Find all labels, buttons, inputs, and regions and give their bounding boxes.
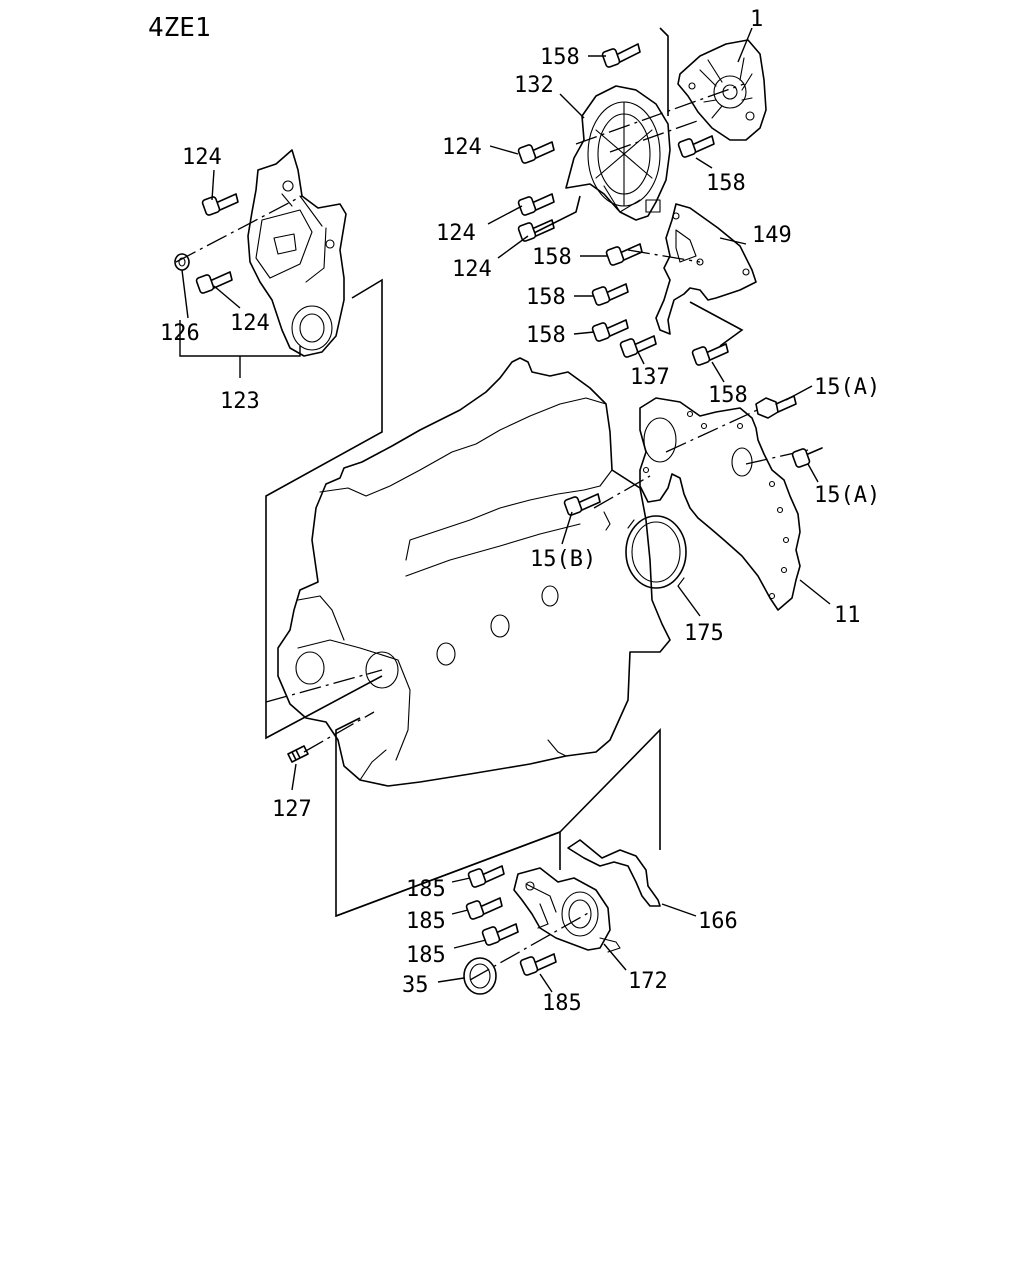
callout-166: 166 <box>698 909 738 934</box>
part-149-bracket <box>655 203 757 335</box>
stud-127 <box>287 745 309 763</box>
bolt-185-d <box>519 953 557 976</box>
part-175-seal-ring <box>625 515 687 589</box>
part-166-gasket <box>567 839 661 907</box>
assembly-bracket-frames <box>265 27 744 918</box>
callout-11: 11 <box>834 603 861 628</box>
callout-149: 149 <box>752 223 792 248</box>
bolt-158-top <box>601 43 641 68</box>
callout-158: 158 <box>540 45 580 70</box>
callout-15a: 15(A) <box>814 483 880 508</box>
bolt-158-right <box>677 135 715 158</box>
part-172-oil-seal-housing <box>513 867 621 953</box>
callout-15b: 15(B) <box>530 547 596 572</box>
bolts <box>174 43 823 976</box>
callout-labels: 1 158 132 124 158 124 124 158 149 158 15… <box>160 7 880 1016</box>
callout-35: 35 <box>402 973 429 998</box>
callout-185: 185 <box>406 943 446 968</box>
callout-124: 124 <box>230 311 270 336</box>
callout-123: 123 <box>220 389 260 414</box>
engine-block <box>277 357 671 787</box>
bolt-137 <box>619 335 657 358</box>
bolt-124-left-a <box>201 193 239 216</box>
callout-158: 158 <box>708 383 748 408</box>
callout-158: 158 <box>706 171 746 196</box>
callout-124: 124 <box>436 221 476 246</box>
part-1-cover <box>677 39 767 141</box>
bolt-124-mid-a <box>517 193 555 216</box>
bolt-15a-bottom <box>791 447 823 468</box>
bolt-158-149-c <box>591 319 629 342</box>
callout-158: 158 <box>526 323 566 348</box>
callout-185: 185 <box>406 909 446 934</box>
part-132-fan-cover <box>565 85 671 221</box>
part-123-timing-cover <box>247 149 347 357</box>
callout-172: 172 <box>628 969 668 994</box>
callout-132: 132 <box>514 73 554 98</box>
bolt-158-149-b <box>591 283 629 306</box>
bolt-124-left-b <box>195 271 233 294</box>
callout-137: 137 <box>630 365 670 390</box>
callout-185: 185 <box>542 991 582 1016</box>
callout-124: 124 <box>452 257 492 282</box>
callout-15a: 15(A) <box>814 375 880 400</box>
callout-185: 185 <box>406 877 446 902</box>
bolt-124-top <box>517 141 555 164</box>
callout-127: 127 <box>272 797 312 822</box>
leader-lines <box>179 27 831 993</box>
alignment-centerlines <box>175 83 809 981</box>
bolt-185-c <box>481 923 519 946</box>
bolt-185-a <box>467 865 505 888</box>
callout-124: 124 <box>182 145 222 170</box>
callout-1: 1 <box>750 7 763 32</box>
bolt-185-b <box>465 897 503 920</box>
callout-126: 126 <box>160 321 200 346</box>
callout-158: 158 <box>526 285 566 310</box>
bolt-15b <box>563 493 601 516</box>
part-11-end-plate <box>639 397 801 611</box>
callout-158: 158 <box>532 245 572 270</box>
part-35-oil-seal <box>463 957 497 995</box>
bolt-158-149-d <box>691 343 729 366</box>
bolt-124-mid-b <box>517 219 555 242</box>
callout-124: 124 <box>442 135 482 160</box>
bolt-158-149-a <box>605 243 643 266</box>
bolt-15a-top <box>755 395 797 419</box>
callout-175: 175 <box>684 621 724 646</box>
model-code: 4ZE1 <box>148 13 211 43</box>
